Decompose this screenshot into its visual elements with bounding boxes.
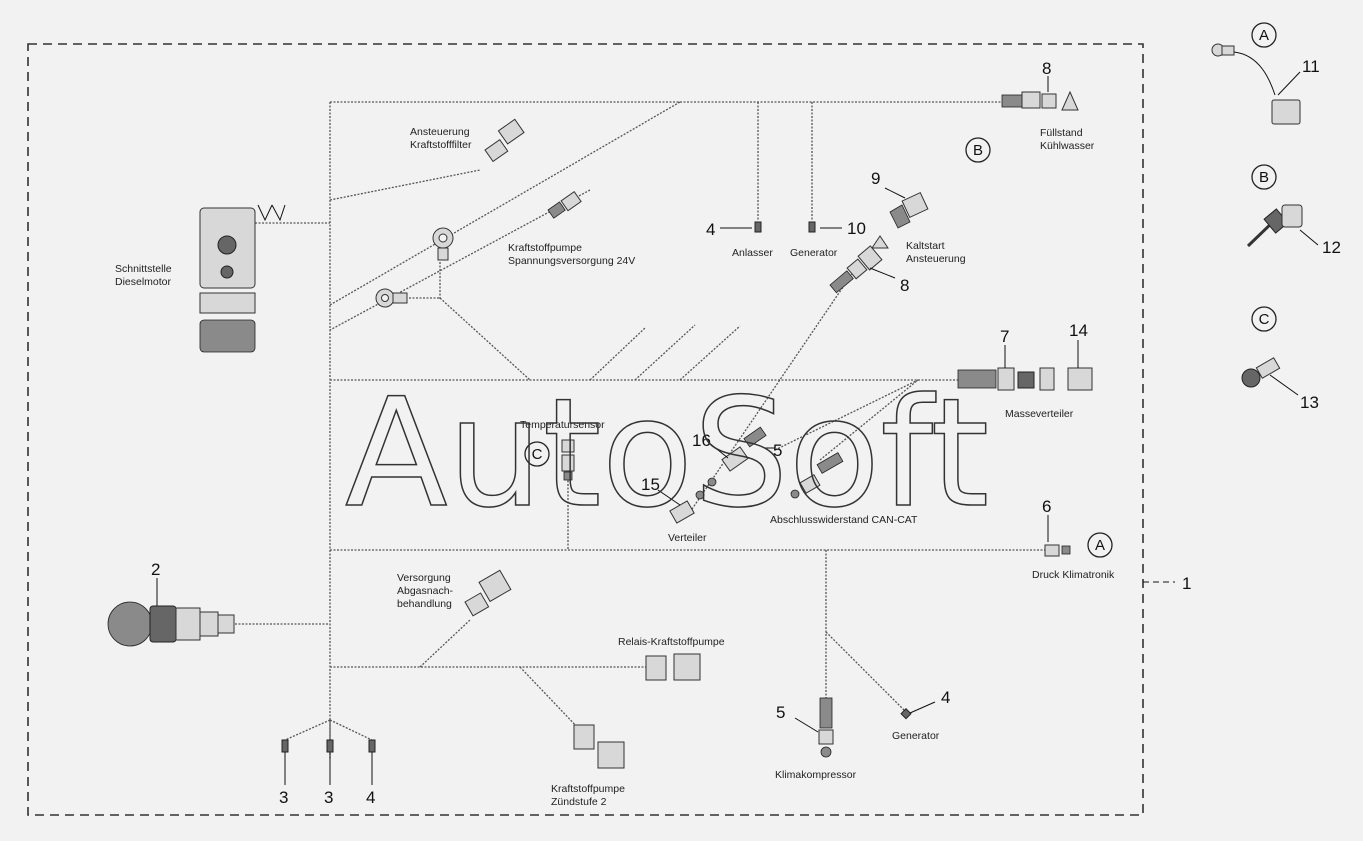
ring-terminal-lower [375,288,408,308]
generator-pin-bottom [900,708,912,720]
label-cold-start-2: Ansteuerung [906,253,966,265]
label-diesel-interface-1: Schnittstelle [115,263,172,275]
label-fuel-pump-supply-1: Kraftstoffpumpe [508,242,582,254]
label-cold-start-1: Kaltstart [906,240,945,252]
part-number-12: 12 [1322,238,1341,257]
part-number-5-mid: 5 [773,441,782,460]
ac-compressor-connector [818,697,834,758]
label-fuel-pump-relay: Relais-Kraftstoffpumpe [618,636,725,648]
fuel-pump-relay-connector [645,653,701,681]
cold-start-control-connector [871,191,929,249]
label-diesel-interface-2: Dieselmotor [115,276,172,288]
part-number-4-generator: 4 [941,688,950,707]
detail-c-sensor [1241,357,1281,388]
round-connector-2 [107,601,235,647]
svg-text:C: C [532,446,543,463]
ground-distributor [957,367,1093,391]
connector-8-mid [829,245,883,294]
part-number-15: 15 [641,475,660,494]
ref-circle-c-main: C [524,441,550,467]
label-fuel-filter-2: Kraftstofffilter [410,139,472,151]
part-number-5-bottom: 5 [776,703,785,722]
part-number-1: 1 [1182,574,1191,593]
ref-circle-b-side: B [1251,164,1277,190]
ring-terminal-upper [432,227,454,261]
part-number-8-mid: 8 [900,276,909,295]
part-number-8-top: 8 [1042,59,1051,78]
label-ignition-stage-1: Kraftstoffpumpe [551,783,625,795]
part-number-13: 13 [1300,393,1319,412]
generator-pin-top [808,221,816,233]
coolant-level-connector [1001,90,1079,111]
exhaust-aftertreatment-supply-connector [464,569,512,617]
ref-circle-b-main: B [965,137,991,163]
can-terminating-resistor [790,452,844,499]
fuel-filter-control-connector [484,118,525,163]
label-ground-distributor: Masseverteiler [1005,408,1074,420]
svg-text:B: B [973,142,983,159]
label-exhaust-supply-3: behandlung [397,598,452,610]
part-number-14: 14 [1069,321,1088,340]
part-number-11: 11 [1302,57,1320,76]
part-number-7: 7 [1000,327,1009,346]
label-coolant-level-1: Füllstand [1040,127,1083,139]
ref-circle-c-side: C [1251,306,1277,332]
detail-b-sensor [1246,204,1303,248]
svg-text:B: B [1259,169,1269,186]
watermark: AutoSoft [345,367,989,541]
label-temperature-sensor: Temperatursensor [520,419,605,431]
harness-frame [27,43,1144,816]
fuel-pump-supply-connector [547,190,582,219]
part-number-16: 16 [692,431,711,450]
leader-lines [156,71,1319,785]
label-fuel-filter-1: Ansteuerung [410,126,470,138]
harness-wires [235,101,1045,760]
label-ac-compressor: Klimakompressor [775,769,857,781]
starter-pin [754,221,762,233]
label-exhaust-supply-2: Abgasnach- [397,585,454,597]
label-distributor: Verteiler [668,532,707,544]
part-number-9: 9 [871,169,880,188]
label-ignition-stage-2: Zündstufe 2 [551,796,607,808]
part-number-2: 2 [151,560,160,579]
label-exhaust-supply-1: Versorgung [397,572,451,584]
part-number-4-left: 4 [366,788,375,807]
distributor-chain [669,426,767,524]
part-number-3-left: 3 [279,788,288,807]
fuel-pump-ignition-stage-connector [573,724,625,769]
label-can-terminator: Abschlusswiderstand CAN-CAT [770,514,918,526]
label-fuel-pump-supply-2: Spannungsversorgung 24V [508,255,635,267]
label-starter: Anlasser [732,247,773,259]
temperature-sensor-connector [561,439,575,481]
label-coolant-level-2: Kühlwasser [1040,140,1095,152]
label-generator-top: Generator [790,247,838,259]
svg-text:C: C [1259,311,1270,328]
ac-pressure-connector [1044,544,1071,557]
part-number-10: 10 [847,219,866,238]
detail-a-sensor [1211,43,1301,125]
part-number-3-mid: 3 [324,788,333,807]
diesel-interface-connector [199,204,286,353]
ref-circle-a-main: A [1087,532,1113,558]
svg-text:A: A [1259,27,1269,44]
label-generator-bottom: Generator [892,730,940,742]
label-ac-pressure: Druck Klimatronik [1032,569,1115,581]
ref-circle-a-side: A [1251,22,1277,48]
svg-text:A: A [1095,537,1105,554]
ground-pins [281,739,376,753]
part-number-6: 6 [1042,497,1051,516]
part-number-4-starter: 4 [706,220,715,239]
